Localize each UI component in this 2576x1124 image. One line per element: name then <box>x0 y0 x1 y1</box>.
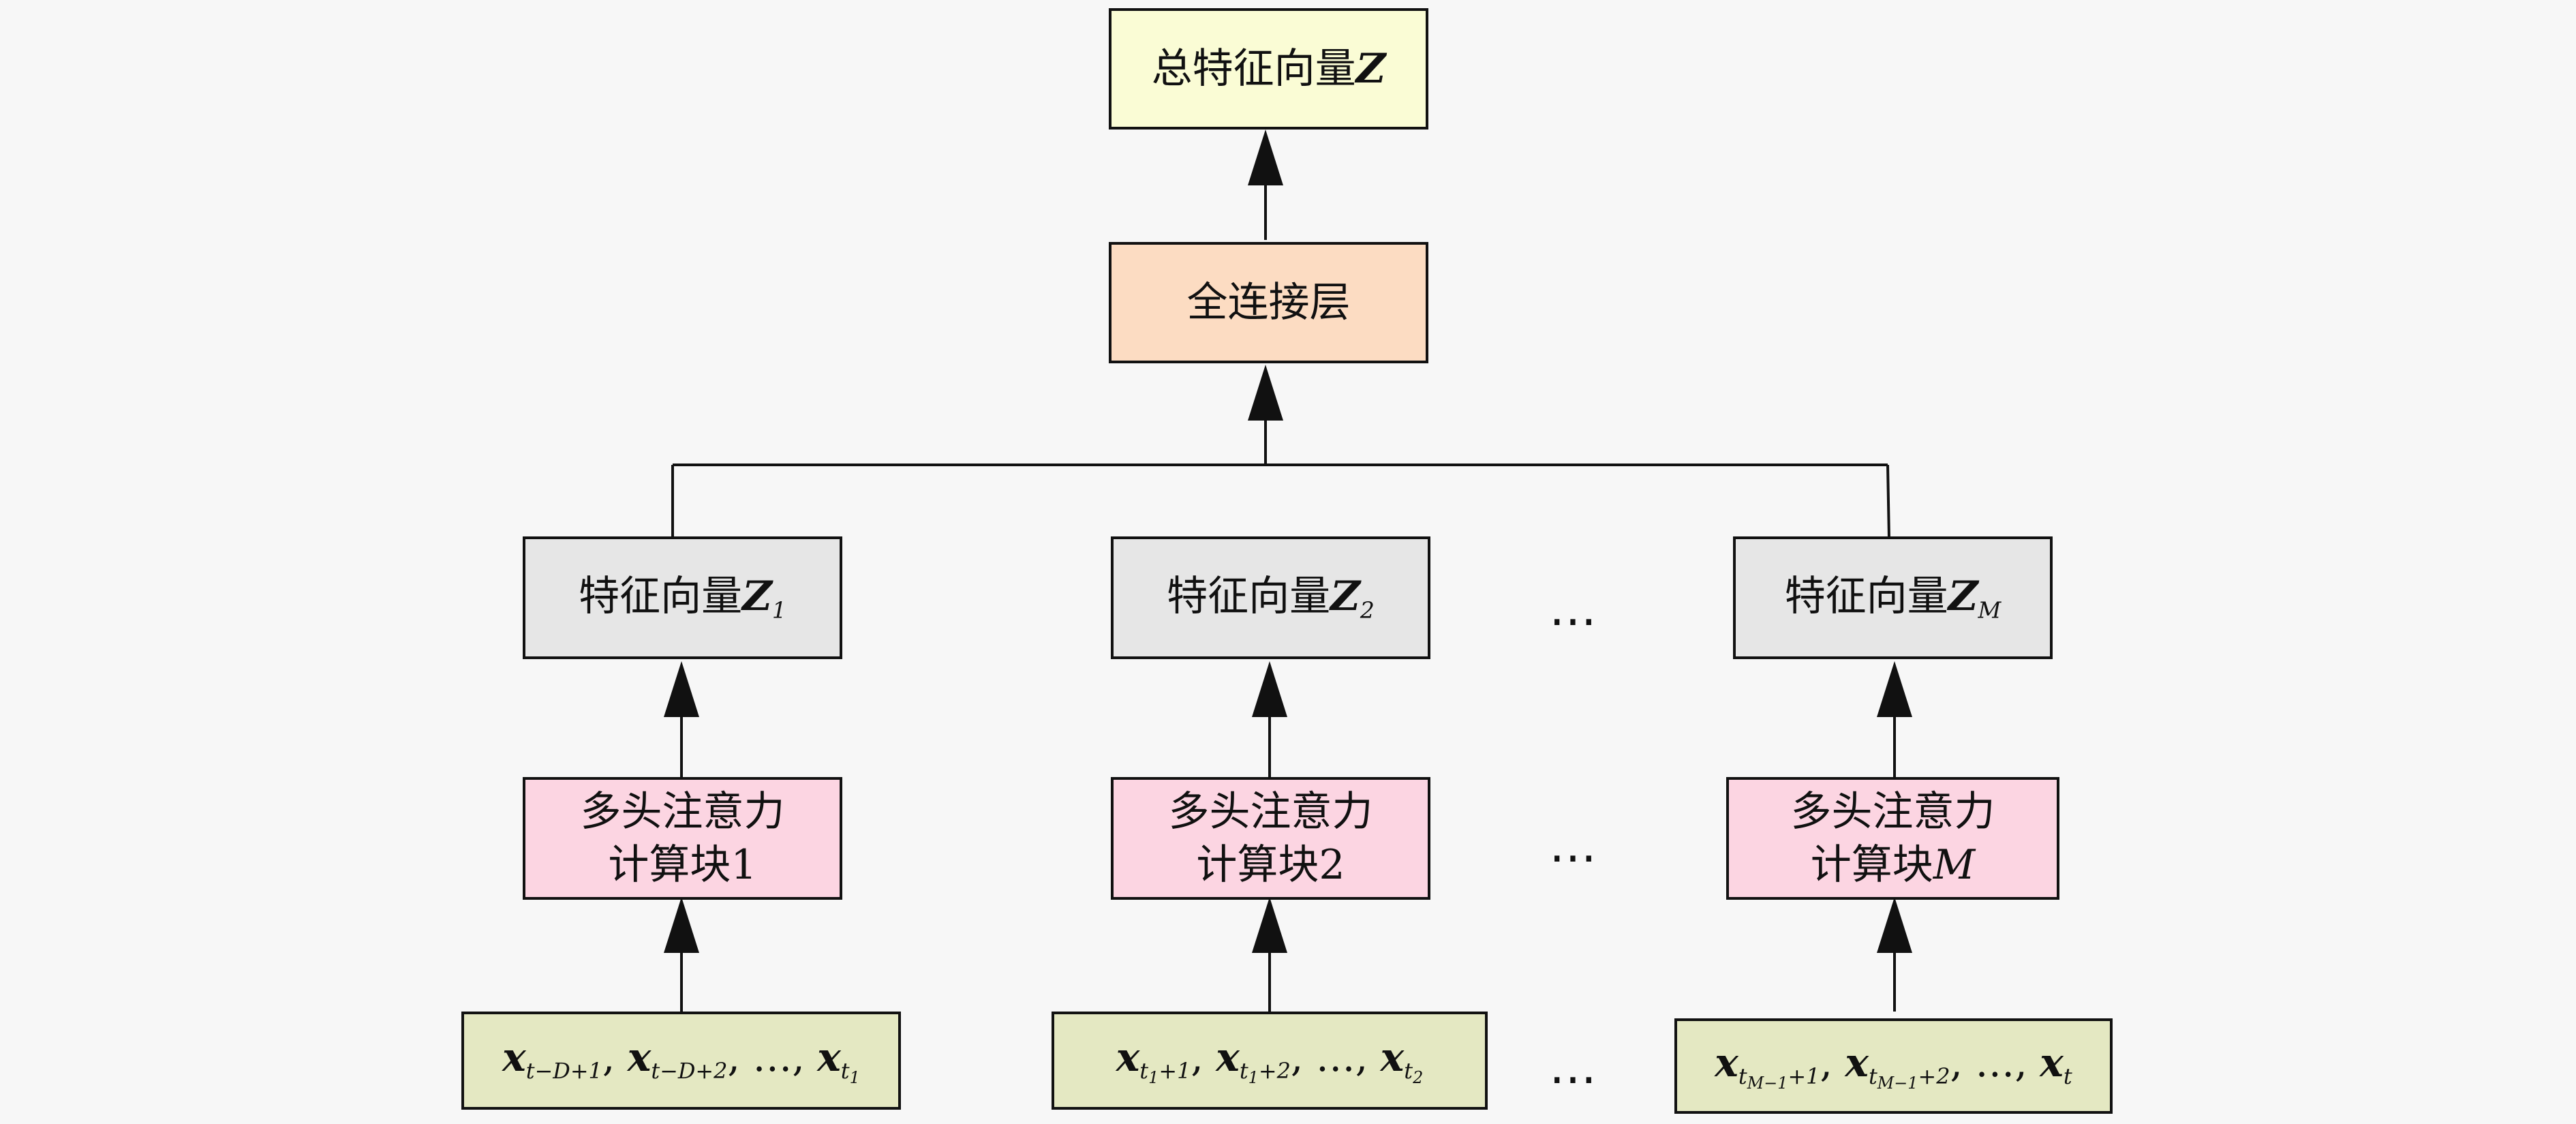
arrowhead-att1 <box>664 897 699 953</box>
attention-line1-1: 多头注意力 <box>580 788 785 836</box>
input2-sub2b: 1 <box>1248 1068 1259 1088</box>
arrowhead-fc <box>1248 365 1283 421</box>
feature-var-m: Z <box>1948 573 1978 621</box>
fc-label: 全连接层 <box>1186 279 1351 326</box>
input2-x3: x <box>1380 1034 1405 1081</box>
arrowhead-output <box>1248 130 1283 185</box>
attention-line2-1: 计算块 <box>608 841 731 889</box>
arrowhead-z2 <box>1252 661 1287 717</box>
arrowhead-z1 <box>664 661 699 717</box>
ellipsis-attention: … <box>1549 817 1601 873</box>
attention-line1-2: 多头注意力 <box>1168 788 1373 836</box>
input1-x1: x <box>502 1034 526 1081</box>
attention-line1-m: 多头注意力 <box>1790 788 1995 836</box>
feature-sub-2: 2 <box>1360 596 1375 624</box>
inputm-sub1b: M−1 <box>1747 1074 1788 1093</box>
output-var: Z <box>1355 45 1386 93</box>
ellipsis-features: … <box>1549 581 1601 637</box>
feature-label-2: 特征向量 <box>1167 573 1331 621</box>
inputm-sub1: t <box>1738 1063 1747 1090</box>
input-sequence-2: xt1+1, xt1+2, …, xt2 <box>1052 1012 1488 1110</box>
feature-var-2: Z <box>1330 573 1360 621</box>
input2-sub3b: 2 <box>1413 1068 1424 1088</box>
arrowhead-zm <box>1877 661 1912 717</box>
feature-label-1: 特征向量 <box>579 573 743 621</box>
attention-idx-2: 2 <box>1319 841 1345 889</box>
attention-block-m: 多头注意力 计算块M <box>1726 777 2059 900</box>
input1-x3: x <box>817 1034 841 1081</box>
feature-vector-box-m: 特征向量ZM <box>1733 536 2053 659</box>
inputm-sub1c: +1 <box>1788 1063 1820 1090</box>
input1-x2: x <box>627 1034 651 1081</box>
input2-sub2c: +2 <box>1258 1058 1291 1084</box>
input-sequence-m: xtM−1+1, xtM−1+2, …, xt <box>1674 1018 2113 1114</box>
input-sequence-1: xt−D+1, xt−D+2, …, xt1 <box>461 1012 901 1110</box>
input1-sub2: t−D+2 <box>651 1058 728 1084</box>
inputm-x3: x <box>2040 1039 2064 1087</box>
attention-block-2: 多头注意力 计算块2 <box>1111 777 1430 900</box>
attention-idx-1: 1 <box>731 841 757 889</box>
input1-ellipsis: … <box>752 1034 793 1081</box>
feature-vector-box-1: 特征向量Z1 <box>523 536 842 659</box>
input2-sub2: t <box>1239 1058 1248 1084</box>
inputm-sub2c: +2 <box>1918 1063 1950 1090</box>
ellipsis-inputs: … <box>1549 1039 1601 1095</box>
inputm-ellipsis: … <box>1975 1039 2015 1087</box>
feature-sub-m: M <box>1978 596 2002 624</box>
connector-zm-to-bus <box>1886 464 1890 539</box>
attention-line2-2: 计算块 <box>1196 841 1319 889</box>
input2-ellipsis: … <box>1315 1034 1355 1081</box>
arrowhead-attm <box>1877 897 1912 953</box>
input2-sub1b: 1 <box>1148 1068 1159 1088</box>
input1-sub1: t−D+1 <box>525 1058 602 1084</box>
attention-block-1: 多头注意力 计算块1 <box>523 777 842 900</box>
feature-sub-1: 1 <box>771 596 786 624</box>
attention-idx-m: M <box>1933 841 1976 889</box>
inputm-sub2b: M−1 <box>1877 1074 1918 1093</box>
input2-x1: x <box>1116 1034 1140 1081</box>
input2-x2: x <box>1216 1034 1240 1081</box>
output-label-text: 总特征向量 <box>1151 45 1356 93</box>
output-vector-label: 总特征向量Z <box>1152 42 1386 95</box>
input1-sub3b: 1 <box>849 1068 860 1088</box>
output-vector-box: 总特征向量Z <box>1109 8 1428 130</box>
arrowhead-att2 <box>1252 897 1287 953</box>
input2-sub1: t <box>1139 1058 1149 1084</box>
inputm-x2: x <box>1845 1039 1869 1087</box>
fully-connected-layer-box: 全连接层 <box>1109 242 1428 363</box>
feature-vector-box-2: 特征向量Z2 <box>1111 536 1430 659</box>
inputm-x1: x <box>1715 1039 1738 1087</box>
attention-line2-m: 计算块 <box>1810 841 1933 889</box>
input2-sub1c: +1 <box>1159 1058 1191 1084</box>
input2-sub3: t <box>1404 1058 1413 1084</box>
input1-sub3: t <box>840 1058 850 1084</box>
inputm-sub2: t <box>1868 1063 1877 1090</box>
feature-label-m: 特征向量 <box>1784 573 1948 621</box>
feature-var-1: Z <box>742 573 772 621</box>
inputm-sub3: t <box>2063 1063 2072 1090</box>
